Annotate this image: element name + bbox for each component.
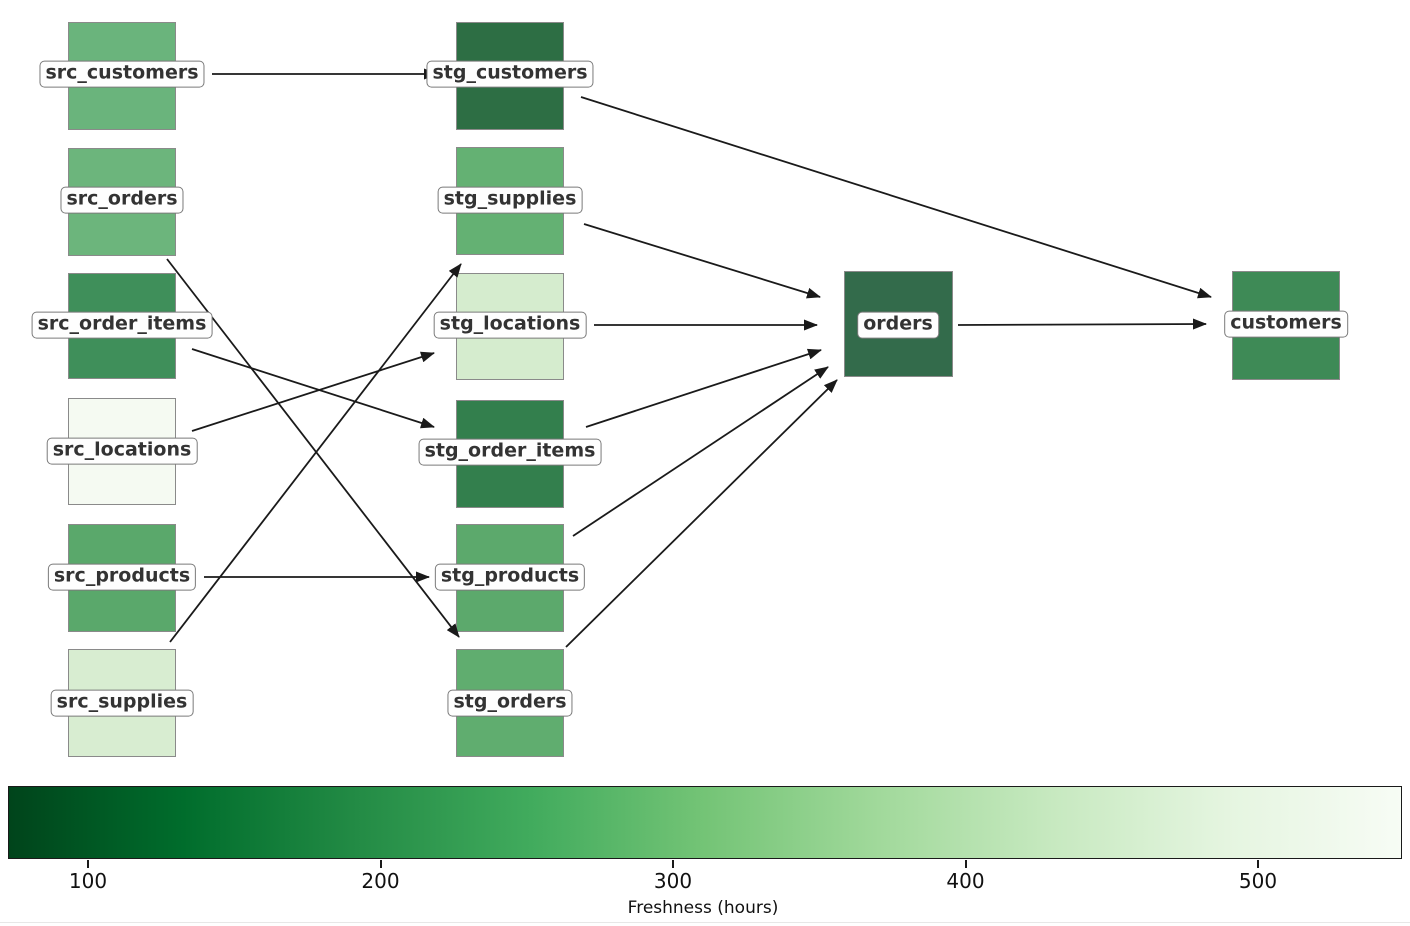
colorbar-gradient (8, 786, 1402, 859)
colorbar-tick-label: 300 (653, 869, 693, 893)
colorbar-tick-200 (379, 860, 382, 868)
colorbar-tick-label: 200 (361, 869, 400, 893)
edge-stg-products-to-orders (572, 366, 829, 537)
node-label-src-supplies: src_supplies (50, 689, 194, 717)
edge-stg-supplies-to-orders (583, 223, 821, 299)
node-label-stg-products: stg_products (434, 563, 586, 591)
edge-src-order-items-to-stg-order-items (191, 348, 435, 429)
node-label-stg-customers: stg_customers (426, 60, 594, 88)
node-label-src-order-items: src_order_items (31, 311, 213, 339)
colorbar-tick-label: 500 (1238, 869, 1278, 893)
colorbar-axis-label: Freshness (hours) (627, 898, 779, 918)
node-label-customers: customers (1224, 310, 1348, 338)
colorbar-tick-label: 400 (946, 869, 985, 893)
colorbar-tick-500 (1257, 860, 1259, 868)
edge-src-supplies-to-stg-supplies (169, 263, 462, 643)
edge-stg-customers-to-customers (580, 96, 1212, 299)
node-label-src-customers: src_customers (39, 60, 205, 88)
colorbar-tick-300 (672, 860, 674, 868)
node-label-stg-orders: stg_orders (447, 689, 573, 717)
edge-orders-to-customers (957, 318, 1207, 330)
node-label-stg-supplies: stg_supplies (437, 186, 583, 214)
edge-stg-orders-to-orders (565, 379, 838, 648)
node-label-src-products: src_products (47, 563, 197, 591)
colorbar-tick-100 (87, 860, 89, 868)
edge-src-orders-to-stg-orders (166, 258, 460, 638)
edge-stg-order-items-to-orders (585, 348, 822, 428)
node-label-stg-order-items: stg_order_items (418, 438, 602, 466)
node-label-orders: orders (857, 311, 939, 339)
colorbar-tick-400 (964, 860, 967, 868)
figure-bottom-rule (0, 922, 1410, 923)
edge-src-locations-to-stg-locations (191, 351, 435, 432)
node-label-stg-locations: stg_locations (433, 311, 587, 339)
node-label-src-locations: src_locations (46, 437, 198, 465)
node-label-src-orders: src_orders (60, 186, 184, 214)
colorbar-tick-label: 100 (68, 869, 108, 893)
